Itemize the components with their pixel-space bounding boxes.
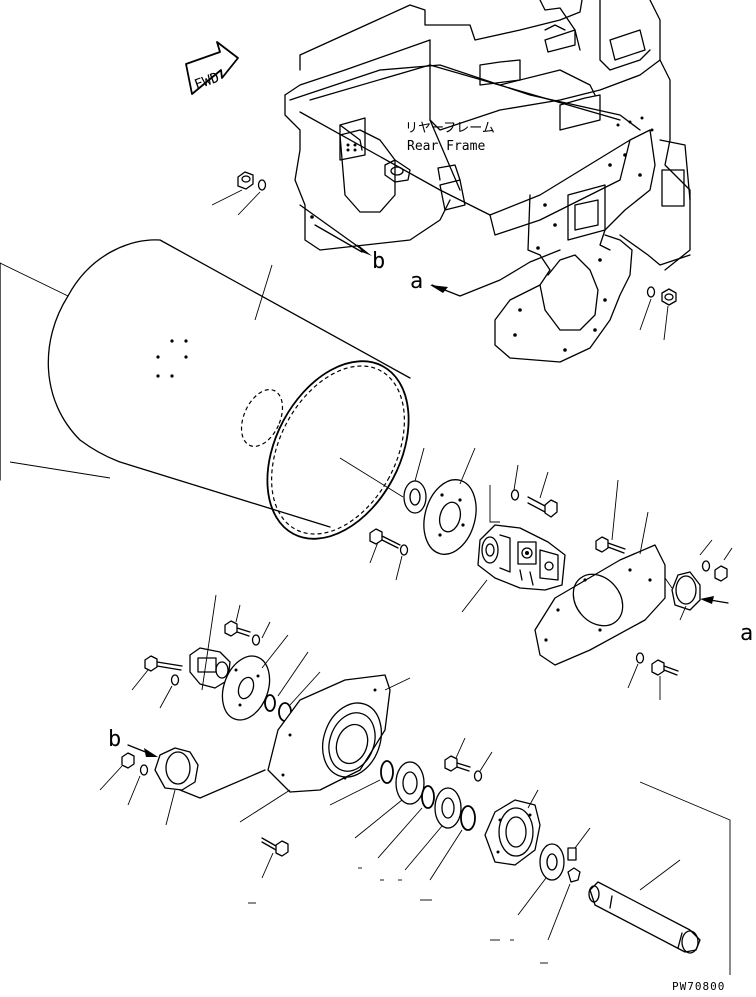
bolt-bottom	[261, 837, 289, 879]
shaft-key	[547, 827, 591, 941]
bearing-3	[404, 787, 462, 871]
fwd-arrow: FWD	[185, 41, 239, 95]
bearing-2	[354, 761, 425, 839]
shaft	[588, 781, 731, 975]
bolt-hub	[444, 737, 493, 782]
drawing-code: PW70800	[672, 980, 725, 992]
drum-flange	[423, 447, 477, 555]
hub	[484, 789, 541, 866]
coupling-flange	[221, 634, 289, 721]
nut-washer-left	[99, 752, 149, 806]
drive-motor	[461, 524, 566, 613]
bolt-cover-bottom	[627, 652, 679, 700]
end-cap-right	[664, 539, 733, 621]
bolt-left-2	[224, 604, 271, 646]
cover-plate-right	[534, 479, 666, 666]
bearing-ring-2	[329, 760, 394, 806]
ref-a-arrow-upper	[430, 249, 561, 297]
nut-washer-top-right	[639, 286, 677, 341]
end-cap-left	[127, 744, 266, 826]
drum-housing	[239, 674, 411, 823]
drum	[0, 239, 411, 540]
rear-frame	[284, 0, 691, 363]
nut-washer-top-left	[211, 171, 267, 216]
ref-b-label-upper: b	[372, 249, 385, 274]
bolt-left-1	[131, 655, 183, 709]
coupling-assembly	[189, 594, 231, 691]
snap-ring-1	[264, 651, 309, 712]
ref-a-label-upper: a	[410, 269, 423, 294]
snap-ring-3	[377, 785, 435, 859]
snap-ring-4	[429, 805, 476, 881]
blank-dashes	[248, 867, 548, 964]
rear-frame-label-jp: リヤーフレーム	[405, 121, 495, 136]
ref-a-label-lower: a	[740, 621, 753, 646]
bolts-flange	[369, 464, 558, 581]
ref-b-arrow-upper	[299, 204, 372, 256]
ref-b-label-lower: b	[108, 727, 121, 752]
fwd-label: FWD	[192, 70, 221, 94]
bearing-ring-1	[339, 447, 427, 514]
rear-frame-label-en: Rear Frame	[407, 139, 485, 154]
bolt-cover-top	[595, 536, 626, 554]
bearing-shaft	[517, 843, 565, 916]
